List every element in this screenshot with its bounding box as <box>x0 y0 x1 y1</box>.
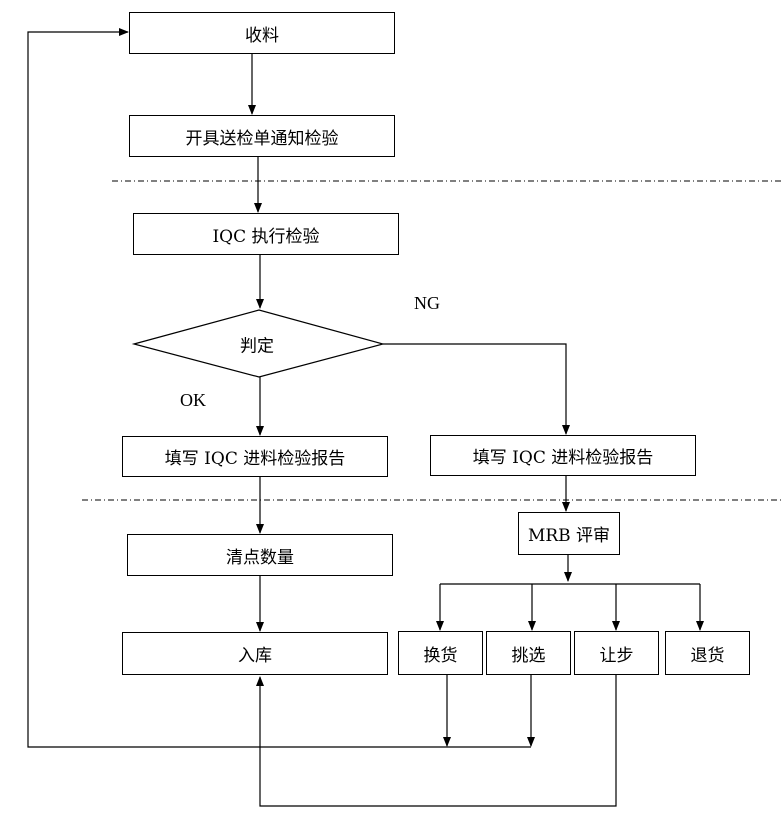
exchange-label: 换货 <box>423 645 458 666</box>
ng-label: NG <box>414 293 440 313</box>
concession-label: 让步 <box>599 645 634 666</box>
judge-diamond <box>131 309 386 378</box>
count-box: 清点数量 <box>127 534 393 576</box>
sort-label: 挑选 <box>511 645 546 666</box>
report-ng-label: 填写 IQC 进料检验报告 <box>472 448 654 468</box>
notice-box: 开具送检单通知检验 <box>129 115 395 157</box>
concession-box: 让步 <box>574 631 659 675</box>
exchange-box: 换货 <box>398 631 483 675</box>
report-ng-box: 填写 IQC 进料检验报告 <box>430 435 696 476</box>
mrb-label: MRB 评审 <box>527 526 611 546</box>
count-label: 清点数量 <box>226 547 294 568</box>
ok-label: OK <box>180 390 206 410</box>
report-ok-box: 填写 IQC 进料检验报告 <box>122 436 388 477</box>
judge-label: 判定 <box>240 336 274 357</box>
sort-box: 挑选 <box>486 631 571 675</box>
receive-box: 收料 <box>129 12 395 54</box>
receive-label: 收料 <box>245 25 279 46</box>
mrb-box: MRB 评审 <box>518 512 620 555</box>
warehouse-label: 入库 <box>238 646 272 666</box>
iqc-inspect-box: IQC 执行检验 <box>133 213 399 255</box>
warehouse-box: 入库 <box>122 632 388 675</box>
notice-label: 开具送检单通知检验 <box>185 128 339 149</box>
loop-back-to-receive <box>27 28 531 748</box>
arrow-concession-to-warehouse <box>256 675 617 807</box>
report-ok-label: 填写 IQC 进料检验报告 <box>164 449 346 469</box>
arrow-judge-to-report-ng <box>383 343 570 435</box>
iqc-inspect-label: IQC 执行检验 <box>212 226 320 247</box>
return-label: 退货 <box>690 645 725 666</box>
return-box: 退货 <box>665 631 750 675</box>
